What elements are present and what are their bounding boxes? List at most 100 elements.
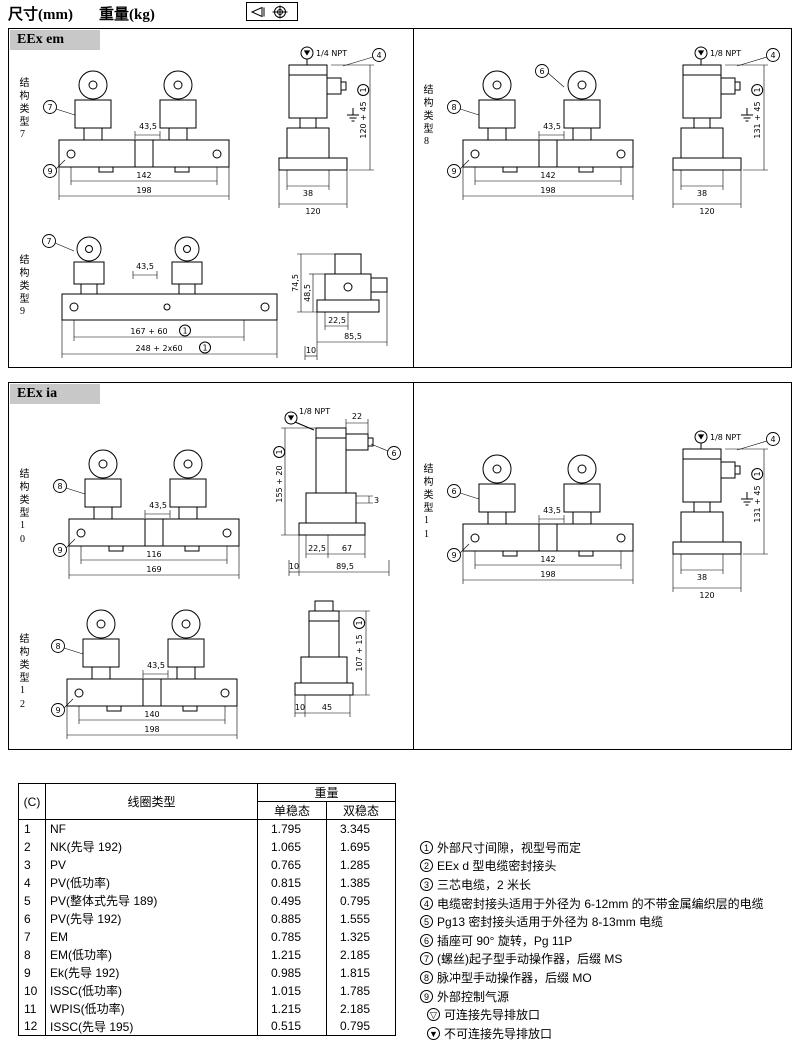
dim-label: 167 + 60 bbox=[130, 327, 167, 336]
note-text: EEx d 型电缆密封接头 bbox=[437, 859, 557, 874]
drawing-type10-front: 43,5 116 169 8 9 bbox=[53, 449, 240, 579]
dimensions: 120 + 45 1 38 120 bbox=[278, 64, 374, 216]
callouts: 7 9 bbox=[43, 100, 76, 178]
ground-icon bbox=[741, 108, 753, 122]
callout-number: 9 bbox=[451, 167, 456, 176]
dim-note: 1 bbox=[359, 87, 368, 92]
drawing-type9-front: 43,5 167 + 60 1 248 + 2x60 1 7 bbox=[42, 234, 278, 358]
callout-number: 4 bbox=[770, 435, 775, 444]
valve-front-outline bbox=[462, 70, 634, 173]
callouts: 8 9 bbox=[53, 479, 86, 557]
dim-label: 131 + 45 bbox=[753, 485, 762, 522]
projection-symbol-icon bbox=[246, 2, 298, 21]
callouts: 8 9 bbox=[51, 639, 84, 717]
type-label-8: 结构类型8 bbox=[421, 84, 432, 150]
dimensions: 131 + 45 1 38 120 bbox=[672, 448, 768, 600]
col-header-bistable: 双稳态 bbox=[326, 801, 396, 820]
dim-label: 120 bbox=[699, 591, 714, 600]
valve-front-outline bbox=[462, 454, 634, 557]
dim-label: 142 bbox=[540, 555, 555, 564]
callout-number: 9 bbox=[451, 551, 456, 560]
drawing-type11-side: 1/8 NPT 131 + 45 1 38 120 4 bbox=[672, 430, 780, 600]
note-text: 可连接先导排放口 bbox=[444, 1008, 541, 1023]
dim-label: 22,5 bbox=[308, 544, 326, 553]
callout-number: 6 bbox=[451, 487, 456, 496]
dim-label: 43,5 bbox=[136, 262, 154, 271]
dimensions: 43,5 142 198 bbox=[58, 122, 230, 200]
note-item: ▼不可连接先导排放口 bbox=[427, 1024, 796, 1043]
valve-side-outline bbox=[672, 430, 742, 555]
panel-divider bbox=[413, 383, 414, 749]
drawing-type7-side: 1/4 NPT 120 + 45 1 38 120 4 bbox=[278, 46, 386, 216]
dim-label: 38 bbox=[697, 573, 707, 582]
page-header: 尺寸(mm)重量(kg) bbox=[8, 3, 181, 24]
note-text: 电缆密封接头适用于外径为 6-12mm 的不带金属编织层的电缆 bbox=[437, 896, 764, 911]
valve-front-outline bbox=[68, 449, 240, 552]
drawing-type8-side: 1/8 NPT 131 + 45 1 38 120 4 bbox=[672, 46, 780, 216]
dim-label: 131 + 45 bbox=[753, 101, 762, 138]
note-marker: ▽ bbox=[427, 1008, 440, 1022]
dims-label: 尺寸(mm) bbox=[8, 7, 73, 23]
dim-note: 1 bbox=[202, 344, 207, 353]
callouts: 4 bbox=[736, 432, 780, 451]
dimensions: 43,5 142 198 bbox=[462, 506, 634, 584]
callout-number: 6 bbox=[539, 67, 544, 76]
dim-label: 38 bbox=[303, 189, 313, 198]
callouts: 8 6 9 bbox=[447, 64, 565, 178]
dim-label: 10 bbox=[289, 562, 299, 571]
exhaust-triangle-icon bbox=[697, 434, 705, 440]
dim-label: 120 bbox=[305, 207, 320, 216]
valve-side-outline bbox=[672, 46, 742, 171]
valve-side-outline bbox=[294, 600, 354, 696]
dim-note: 1 bbox=[753, 87, 762, 92]
note-text: 外部尺寸间隙，视型号而定 bbox=[437, 840, 582, 855]
drawing-type12-front: 43,5 140 198 8 9 bbox=[51, 609, 238, 739]
drawing-type9-side: 74,5 48,5 22,5 85,5 10 bbox=[291, 253, 388, 360]
dim-label: 142 bbox=[540, 171, 555, 180]
dim-label: 169 bbox=[146, 565, 161, 574]
dim-label: 85,5 bbox=[344, 332, 362, 341]
dim-label: 120 + 45 bbox=[359, 101, 368, 138]
note-item: 8 脉冲型手动操作器，后缀 MO bbox=[420, 968, 796, 987]
dim-label: 45 bbox=[322, 703, 332, 712]
dimensions: 131 + 45 1 38 120 bbox=[672, 64, 768, 216]
port-size-label: 1/8 NPT bbox=[710, 49, 741, 58]
exhaust-triangle-icon bbox=[287, 415, 295, 421]
dim-label: 67 bbox=[342, 544, 352, 553]
note-text: 外部控制气源 bbox=[437, 989, 510, 1004]
callout-number: 6 bbox=[391, 449, 396, 458]
callouts: 7 bbox=[42, 234, 75, 252]
dim-label: 22 bbox=[352, 412, 362, 421]
valve-side-outline bbox=[316, 253, 388, 313]
callout-number: 9 bbox=[57, 546, 62, 555]
port-size-label: 1/8 NPT bbox=[299, 407, 330, 416]
callout-number: 7 bbox=[47, 103, 52, 112]
note-text: 脉冲型手动操作器，后缀 MO bbox=[437, 970, 592, 985]
dim-label: 43,5 bbox=[149, 501, 167, 510]
drawing-type10-side: 1/8 NPT 22 155 + 20 1 3 22,5 67 10 89,5 … bbox=[273, 407, 401, 576]
callout-number: 4 bbox=[376, 51, 381, 60]
callouts: 4 bbox=[342, 48, 386, 67]
note-item: ▽ 可连接先导排放口 bbox=[427, 1005, 796, 1024]
note-marker: ▼ bbox=[427, 1026, 440, 1040]
note-marker: 8 bbox=[420, 970, 433, 984]
panel-eex-em: EEx em 结构类型7 43,5 142 198 7 9 bbox=[8, 28, 792, 368]
note-marker: 1 bbox=[420, 840, 433, 854]
dim-label: 10 bbox=[295, 703, 305, 712]
callout-number: 9 bbox=[55, 706, 60, 715]
note-item: 7(螺丝)起子型手动操作器，后缀 MS bbox=[420, 950, 796, 969]
callout-number: 7 bbox=[46, 237, 51, 246]
dim-label: 198 bbox=[540, 186, 555, 195]
dimensions: 107 + 15 1 10 45 bbox=[294, 610, 370, 717]
